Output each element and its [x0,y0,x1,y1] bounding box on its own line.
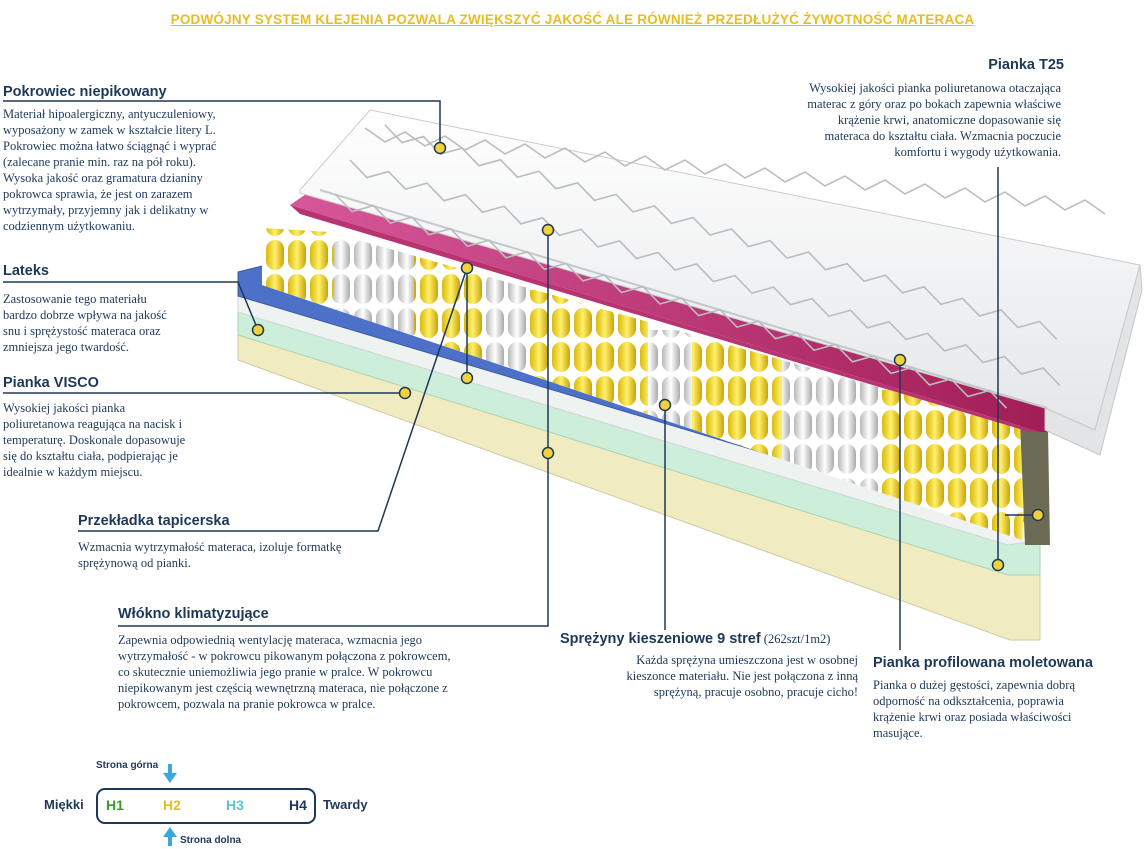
firmness-level-h2: H2 [163,797,181,813]
lateks-heading: Lateks [3,263,49,279]
firmness-level-h1: H1 [106,797,124,813]
sprezyny-description: Każda sprężyna umieszczona jest w osobne… [626,653,859,699]
marker-dots [251,141,1045,572]
wlokno-description: Zapewnia odpowiednią wentylację materaca… [118,633,451,711]
legend-arrows [163,764,177,846]
profilowana-heading: Pianka profilowana moletowana [873,655,1093,671]
sprezyny-heading-suffix: (262szt/1m2) [760,632,831,646]
przekladka-heading: Przekładka tapicerska [78,513,230,529]
page-title: PODWÓJNY SYSTEM KLEJENIA POZWALA ZWIĘKSZ… [170,12,975,27]
pokrowiec-description: Materiał hipoalergiczny, antyuczuleniowy… [3,107,217,233]
spring-side [1020,420,1050,545]
profilowana-description: Pianka o dużej gęstości, zapewnia dobrą … [873,678,1076,740]
quilting-pattern [334,124,1106,409]
leader-lines [3,100,1035,650]
firmness-level-h3: H3 [226,797,244,813]
top-cover-side [1044,264,1143,456]
przekladka-description: Wzmacnia wytrzymałość materaca, izoluje … [78,540,342,570]
sprezyny-heading: Sprężyny kieszeniowe 9 stref [560,631,761,647]
pokrowiec-heading: Pokrowiec niepikowany [3,84,167,100]
sprezyny-heading-row: Sprężyny kieszeniowe 9 stref (262szt/1m2… [560,630,830,648]
firmness-level-h4: H4 [289,797,307,813]
legend-bottom-label: Strona dolna [180,835,242,846]
wlokno-heading: Włókno klimatyzujące [118,606,269,622]
lateks-description: Zastosowanie tego materiału bardzo dobrz… [3,292,167,354]
legend-soft-label: Miękki [44,797,84,812]
t25-description: Wysokiej jakości pianka poliuretanowa ot… [807,81,1061,159]
t25-heading: Pianka T25 [988,57,1064,73]
legend-top-label: Strona górna [96,760,159,771]
profiled-foam-pink [290,188,1050,432]
visco-description: Wysokiej jakości pianka poliuretanowa re… [3,401,186,479]
legend-hard-label: Twardy [323,797,368,812]
visco-heading: Pianka VISCO [3,375,99,391]
firmness-scale [96,788,316,824]
